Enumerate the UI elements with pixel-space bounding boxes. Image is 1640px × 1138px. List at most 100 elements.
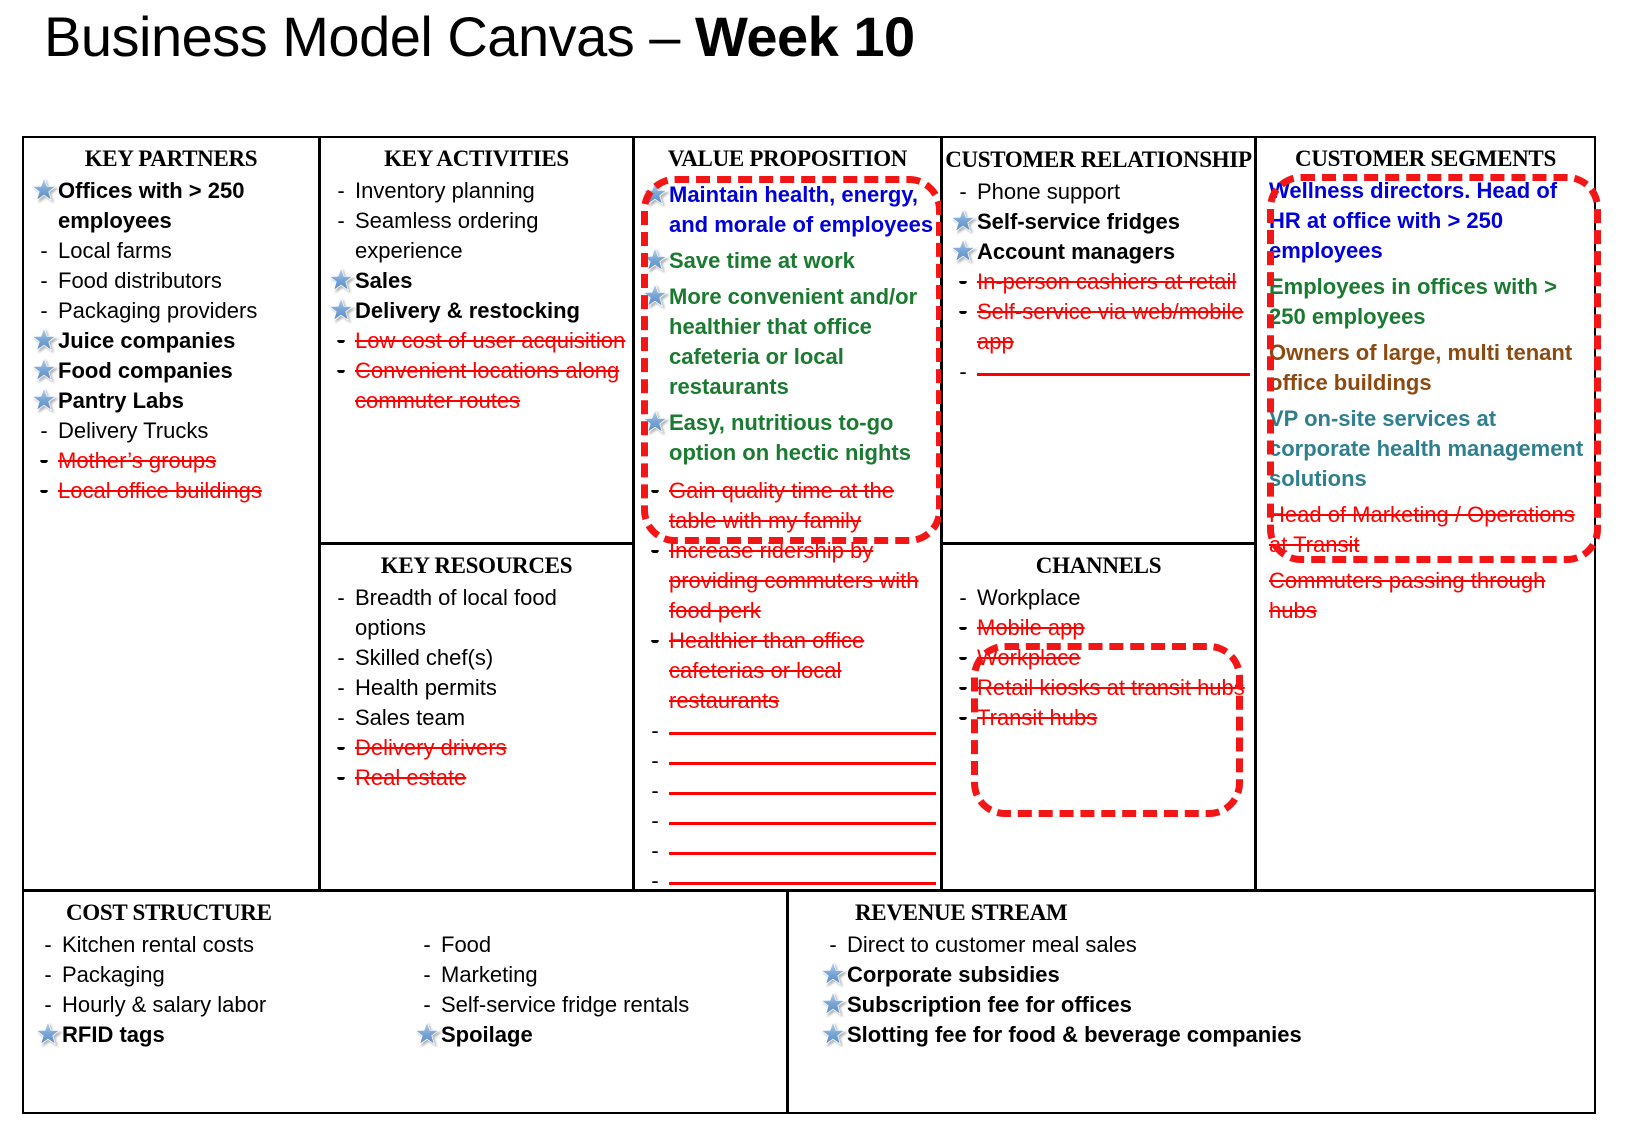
cost-structure-columns: -Kitchen rental costs-Packaging-Hourly &… — [24, 928, 786, 1050]
list-item: -Phone support — [949, 177, 1250, 207]
star-icon — [949, 237, 977, 267]
list-item-label: Sales team — [355, 705, 466, 730]
list-item-label: Employees in offices with > 250 employee… — [1269, 274, 1557, 329]
dash-bullet: - — [44, 962, 52, 987]
dash-bullet: - — [423, 992, 431, 1017]
list-item: -Gain quality time at the table with my … — [641, 476, 936, 536]
list-item-label: Direct to customer meal sales — [847, 932, 1137, 957]
dash-bullet: - — [651, 808, 659, 833]
list-item: - — [641, 866, 936, 896]
list-item: -Seamless ordering experience — [327, 206, 628, 266]
block-value-proposition[interactable]: VALUE PROPOSITION Maintain health, energ… — [633, 136, 943, 893]
list-item: Save time at work — [641, 246, 936, 276]
list-item: -Skilled chef(s) — [327, 643, 628, 673]
list-item: -Healthier than office cafeterias or loc… — [641, 626, 936, 716]
list-item-label: Phone support — [977, 179, 1121, 204]
block-cost-structure[interactable]: COST STRUCTURE -Kitchen rental costs-Pac… — [22, 890, 788, 1114]
list-customer-segments: Wellness directors. Head of HR at office… — [1257, 174, 1594, 626]
dash-bullet: - — [44, 992, 52, 1017]
dash-bullet: - — [651, 868, 659, 893]
star-icon — [30, 386, 58, 416]
list-item: Subscription fee for offices — [819, 990, 1590, 1020]
page-title: Business Model Canvas – Week 10 — [44, 2, 915, 72]
block-customer-segments[interactable]: CUSTOMER SEGMENTS Wellness directors. He… — [1255, 136, 1601, 891]
list-item: Juice companies — [30, 326, 314, 356]
list-item-label: Food distributors — [58, 268, 222, 293]
star-icon — [35, 1021, 61, 1046]
list-item: More convenient and/or healthier that of… — [641, 282, 936, 402]
block-title-revenue-stream: REVENUE STREAM — [855, 900, 1068, 925]
list-key-activities: -Inventory planning-Seamless ordering ex… — [321, 174, 632, 416]
star-icon — [30, 356, 58, 386]
block-key-partners[interactable]: KEY PARTNERS Offices with > 250 employee… — [22, 136, 320, 891]
list-item-label: Packaging providers — [58, 298, 258, 323]
list-item-label — [669, 762, 936, 765]
list-item-label: Sales — [355, 268, 413, 293]
star-icon — [641, 408, 669, 438]
list-item-label: Seamless ordering experience — [355, 208, 539, 263]
star-icon — [641, 180, 669, 210]
list-item-label — [669, 732, 936, 735]
star-icon — [950, 238, 976, 263]
list-item-label: Hourly & salary labor — [62, 992, 267, 1017]
list-item-label: Subscription fee for offices — [847, 992, 1132, 1017]
block-title-cost-structure: COST STRUCTURE — [66, 900, 272, 925]
star-icon — [31, 357, 57, 382]
list-item-label: Healthier than office cafeterias or loca… — [669, 628, 865, 713]
dash-bullet: - — [651, 628, 659, 653]
list-item: Head of Marketing / Operations at Transi… — [1269, 500, 1586, 560]
page-title-week: Week 10 — [695, 5, 915, 68]
dash-bullet: - — [651, 748, 659, 773]
block-title-customer-segments: CUSTOMER SEGMENTS — [1295, 146, 1556, 171]
list-item: Pantry Labs — [30, 386, 314, 416]
star-icon — [31, 387, 57, 412]
list-item: Self-service fridges — [949, 207, 1250, 237]
list-item-label: Inventory planning — [355, 178, 535, 203]
list-item: RFID tags — [34, 1020, 401, 1050]
dash-bullet: - — [423, 932, 431, 957]
list-item-label: Juice companies — [58, 328, 236, 353]
list-item-label: Save time at work — [669, 248, 855, 273]
star-icon — [819, 1020, 847, 1050]
list-item-label: RFID tags — [62, 1022, 165, 1047]
list-item-label: Spoilage — [441, 1022, 533, 1047]
block-key-activities[interactable]: KEY ACTIVITIES -Inventory planning-Seaml… — [319, 136, 634, 544]
list-item: -Marketing — [413, 960, 782, 990]
star-icon — [641, 246, 669, 276]
block-title-key-partners: KEY PARTNERS — [84, 146, 258, 171]
list-item-label: Increase ridership by providing commuter… — [669, 538, 919, 623]
list-value-proposition-highlighted: Maintain health, energy, and morale of e… — [635, 174, 940, 468]
dash-bullet: - — [40, 448, 48, 473]
dash-bullet: - — [40, 418, 48, 443]
dash-bullet: - — [959, 645, 967, 670]
list-item-label: Convenient locations along commuter rout… — [355, 358, 620, 413]
dash-bullet: - — [423, 962, 431, 987]
list-item-label: Self-service fridges — [977, 209, 1180, 234]
list-item: -Workplace — [949, 583, 1250, 613]
list-item-label — [669, 792, 936, 795]
dash-bullet: - — [651, 838, 659, 863]
block-revenue-stream[interactable]: REVENUE STREAM -Direct to customer meal … — [787, 890, 1596, 1114]
dash-bullet: - — [40, 268, 48, 293]
list-item: -Transit hubs — [949, 703, 1250, 733]
list-item: Account managers — [949, 237, 1250, 267]
block-title-key-activities: KEY ACTIVITIES — [384, 146, 569, 171]
list-item: -Workplace — [949, 643, 1250, 673]
block-title-customer-relationship: CUSTOMER RELATIONSHIP — [945, 147, 1252, 172]
list-item-label: Pantry Labs — [58, 388, 184, 413]
page-title-plain: Business Model Canvas – — [44, 5, 696, 68]
list-item-label: Transit hubs — [977, 705, 1098, 730]
list-item-label: Retail kiosks at transit hubs — [977, 675, 1245, 700]
block-channels[interactable]: CHANNELS -Workplace-Mobile app-Workplace… — [941, 543, 1256, 891]
list-item-label: Workplace — [977, 585, 1081, 610]
list-item-label: Delivery Trucks — [58, 418, 209, 443]
list-item-label — [669, 822, 936, 825]
block-key-resources[interactable]: KEY RESOURCES -Breadth of local food opt… — [319, 543, 634, 891]
list-item-label: Workplace — [977, 645, 1081, 670]
list-item: - — [641, 836, 936, 866]
list-item-label: Local office buildings — [58, 478, 262, 503]
list-channels: -Workplace-Mobile app-Workplace-Retail k… — [943, 581, 1254, 733]
star-icon — [642, 181, 668, 206]
